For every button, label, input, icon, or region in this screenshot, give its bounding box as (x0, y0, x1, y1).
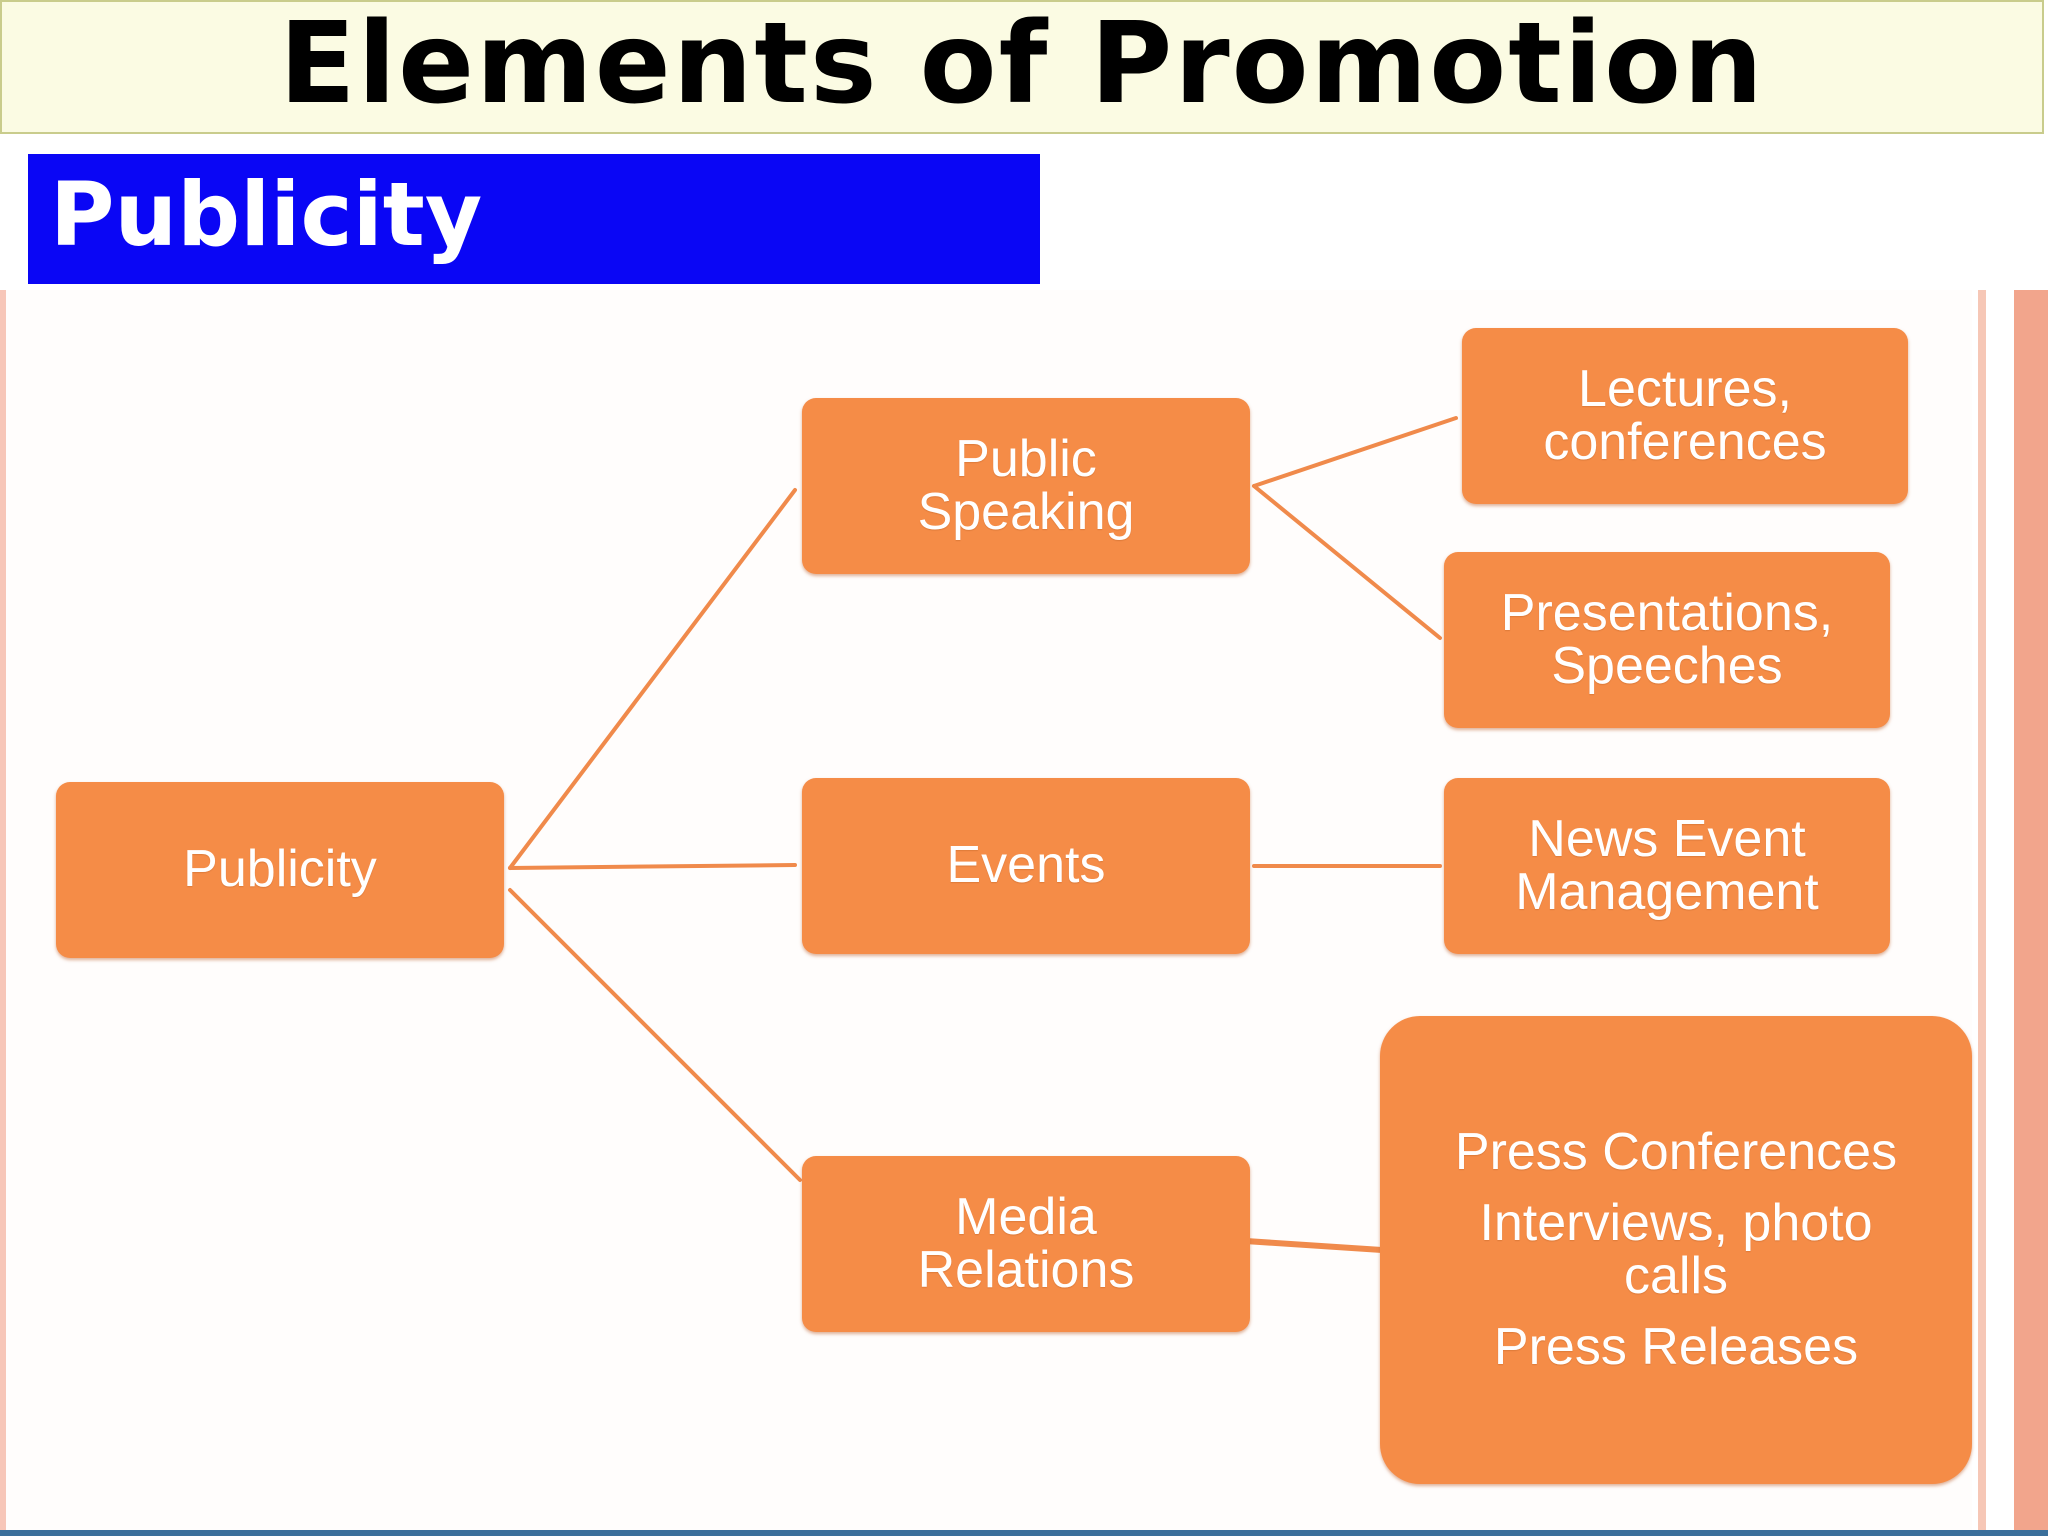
node-public-speaking-line2: Speaking (917, 483, 1135, 541)
node-interviews-line2: calls (1623, 1247, 1729, 1305)
node-news-event-line1: News Event (1528, 809, 1806, 868)
slide-subtitle: Publicity (50, 163, 483, 266)
node-media-relations-items: Press Conferences Interviews, photo call… (1380, 1016, 1972, 1484)
node-lectures-conferences: Lectures, conferences (1462, 328, 1908, 504)
node-lectures-line1: Lectures, (1578, 359, 1792, 418)
node-publicity-label: Publicity (183, 840, 377, 899)
node-interviews-line1: Interviews, photo (1479, 1193, 1873, 1252)
node-media-relations: Media Relations (802, 1156, 1250, 1332)
right-border-rule (1978, 290, 1986, 1530)
connector-publicity-to-events (508, 863, 797, 870)
node-publicity: Publicity (56, 782, 504, 958)
connector-public-speaking-to-presentations (1252, 484, 1442, 640)
node-press-releases: Press Releases (1493, 1318, 1859, 1377)
right-border-band (2014, 290, 2048, 1530)
node-lectures-line2: conferences (1543, 413, 1827, 471)
subtitle-banner: Publicity (28, 154, 1040, 284)
node-public-speaking-line1: Public (955, 429, 1097, 488)
node-press-conferences: Press Conferences (1454, 1122, 1898, 1181)
node-media-relations-line1: Media (955, 1187, 1097, 1246)
bottom-border-rule (0, 1530, 2048, 1536)
node-presentations-speeches: Presentations, Speeches (1444, 552, 1890, 728)
node-news-event-management: News Event Management (1444, 778, 1890, 954)
node-events-label: Events (946, 836, 1106, 895)
node-presentations-line2: Speeches (1551, 637, 1783, 695)
node-public-speaking: Public Speaking (802, 398, 1250, 574)
node-events: Events (802, 778, 1250, 954)
connector-publicity-to-media-relations (508, 888, 802, 1182)
node-media-relations-line2: Relations (917, 1241, 1135, 1299)
connector-public-speaking-to-lectures (1252, 416, 1458, 488)
connector-publicity-to-public-speaking (508, 488, 797, 870)
node-presentations-line1: Presentations, (1500, 583, 1834, 642)
slide-title: Elements of Promotion (279, 0, 1765, 129)
node-news-event-line2: Management (1515, 863, 1819, 921)
title-bar: Elements of Promotion (0, 0, 2044, 134)
